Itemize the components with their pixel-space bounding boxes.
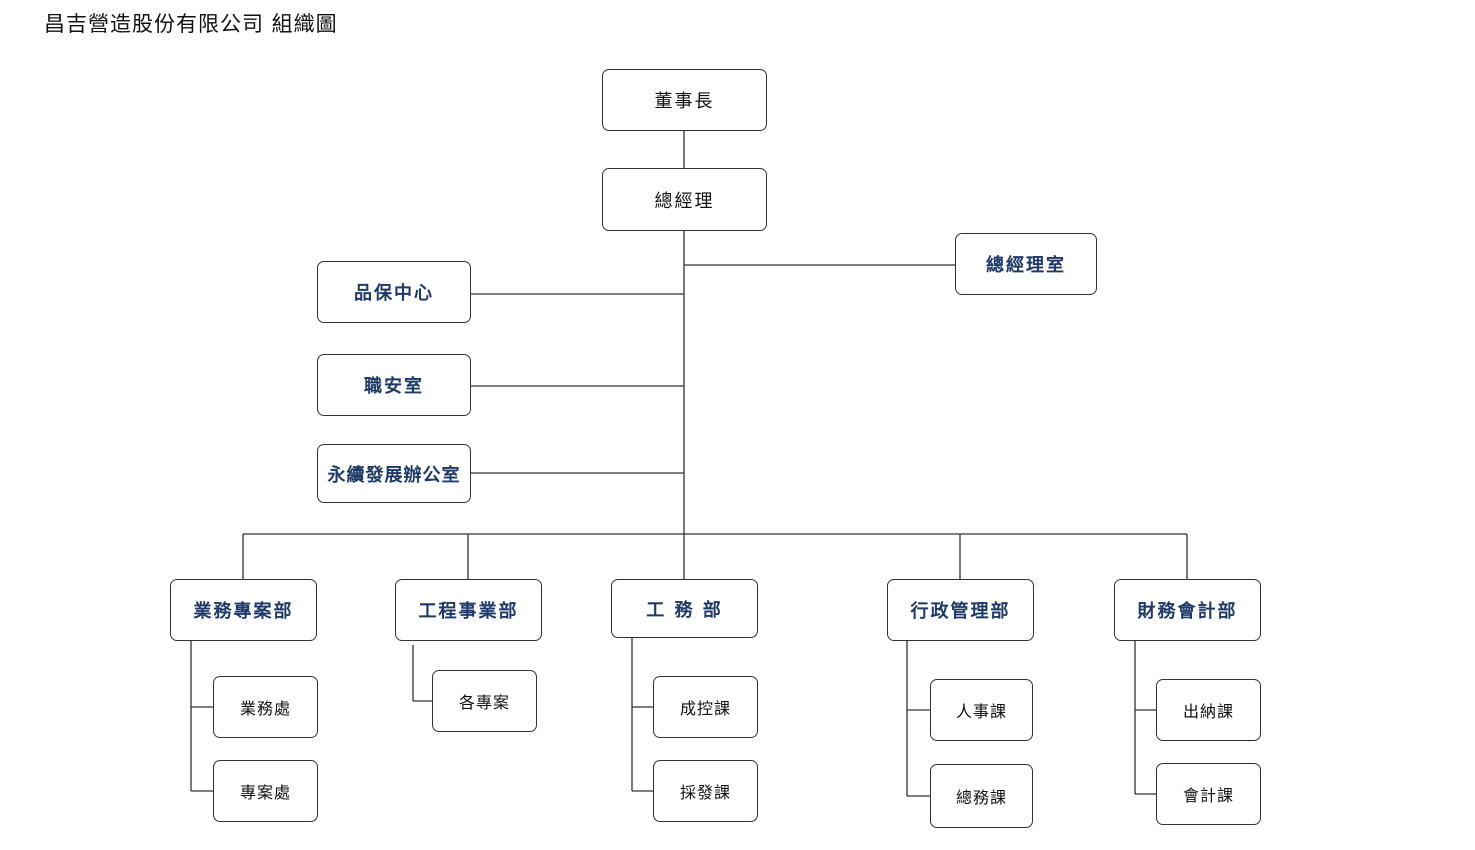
department-label: 業務專案部 [193,601,294,622]
department-label: 工程事業部 [418,601,519,622]
department-box: 工 務 部 [611,579,758,638]
department-box: 業務專案部 [170,579,317,641]
gm-office-box: 總經理室 [955,233,1097,295]
unit-box: 會計課 [1156,763,1261,825]
department-label: 財務會計部 [1137,601,1238,622]
department-box: 行政管理部 [887,579,1034,641]
unit-box: 採發課 [653,760,758,822]
unit-box: 總務課 [930,764,1033,828]
safety-office-label: 職安室 [364,376,424,397]
department-label: 工 務 部 [646,599,723,621]
unit-box: 業務處 [213,676,318,738]
unit-box: 成控課 [653,676,758,738]
page-title: 昌吉營造股份有限公司 組織圖 [44,12,338,36]
quality-center-box: 品保中心 [317,261,471,323]
chairman-label: 董事長 [654,91,715,112]
department-box: 財務會計部 [1114,579,1261,641]
unit-label: 業務處 [239,699,291,718]
unit-label: 各專案 [458,693,510,712]
unit-box: 專案處 [213,760,318,822]
unit-label: 人事課 [955,702,1007,721]
sustainability-office-label: 永續發展辦公室 [327,464,461,486]
unit-label: 成控課 [679,699,731,718]
unit-label: 出納課 [1182,702,1234,721]
sustainability-office-box: 永續發展辦公室 [317,444,471,503]
department-label: 行政管理部 [910,601,1011,622]
gm-office-label: 總經理室 [986,255,1066,276]
unit-label: 採發課 [679,783,731,802]
unit-label: 會計課 [1182,786,1234,805]
department-box: 工程事業部 [395,579,542,641]
quality-center-label: 品保中心 [354,283,434,304]
general-manager-label: 總經理 [654,190,715,212]
unit-label: 專案處 [239,783,291,802]
general-manager-box: 總經理 [602,168,767,231]
unit-box: 各專案 [432,670,537,732]
safety-office-box: 職安室 [317,354,471,416]
unit-box: 出納課 [1156,679,1261,741]
chairman-box: 董事長 [602,69,767,131]
unit-box: 人事課 [930,679,1033,741]
unit-label: 總務課 [955,788,1007,807]
